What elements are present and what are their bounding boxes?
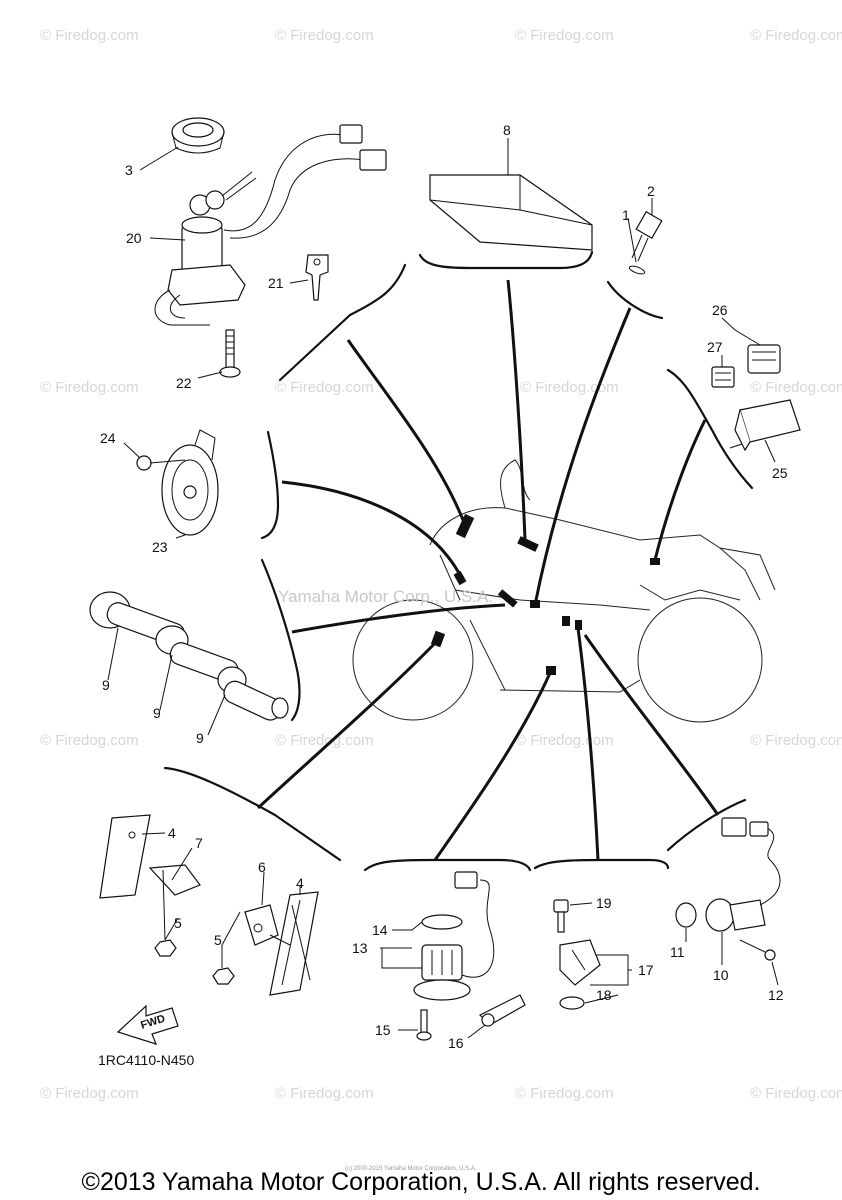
- callout-18: 18: [596, 987, 612, 1003]
- callout-9-a: 9: [102, 677, 110, 693]
- callout-4-left: 4: [168, 825, 176, 841]
- group-brackets: [163, 250, 754, 872]
- callout-7: 7: [195, 835, 203, 851]
- callout-5-right: 5: [214, 932, 222, 948]
- part-13-sensor: [413, 871, 495, 1001]
- part-14-o-ring: [421, 914, 463, 930]
- part-26-coupler: [747, 344, 781, 374]
- callout-10: 10: [713, 967, 729, 983]
- callout-16: 16: [448, 1035, 464, 1051]
- callout-9-b: 9: [153, 705, 161, 721]
- leader-lines: [256, 279, 720, 861]
- watermark: © Firedog.com: [275, 732, 374, 749]
- watermark: © Firedog.com: [275, 1085, 374, 1102]
- part-12-bolt: [739, 939, 776, 961]
- callout-24: 24: [100, 430, 116, 446]
- part-27-coupler: [711, 366, 735, 388]
- watermark: © Firedog.com: [40, 27, 139, 44]
- watermark: © Firedog.com: [750, 27, 842, 44]
- callout-15: 15: [375, 1022, 391, 1038]
- part-15-bolt: [416, 1009, 432, 1041]
- callout-19: 19: [596, 895, 612, 911]
- part-4-pad-right: [269, 891, 319, 996]
- part-24-screw: [136, 455, 186, 471]
- copyright-notice: ©2013 Yamaha Motor Corporation, U.S.A. A…: [82, 1168, 761, 1196]
- bike-connector-markers: [430, 513, 660, 675]
- part-22-bolt: [219, 329, 241, 378]
- watermark: © Firedog.com: [750, 732, 842, 749]
- callout-2: 2: [647, 183, 655, 199]
- part-5-nut-left: [154, 939, 177, 957]
- callout-14: 14: [372, 922, 388, 938]
- part-1-clip: [628, 265, 646, 275]
- callout-6: 6: [258, 859, 266, 875]
- callout-12: 12: [768, 987, 784, 1003]
- part-4-pad-left: [99, 814, 151, 899]
- watermark: © Firedog.com: [750, 1085, 842, 1102]
- watermark: © Firedog.com: [515, 1085, 614, 1102]
- callout-4-right: 4: [296, 875, 304, 891]
- part-25-relay: [729, 399, 801, 452]
- part-11-o-ring: [675, 902, 697, 928]
- part-17-sensor: [559, 939, 601, 986]
- diagram-code: 1RC4110-N450: [98, 1052, 194, 1068]
- part-6-lever: [244, 904, 291, 946]
- callout-1: 1: [622, 207, 630, 223]
- fwd-arrow: FWD: [116, 1004, 179, 1045]
- part-20-main-switch: [154, 124, 387, 326]
- part-10-sensor: [705, 817, 781, 932]
- callout-25: 25: [772, 465, 788, 481]
- callout-3: 3: [125, 162, 133, 178]
- watermark: © Firedog.com: [275, 27, 374, 44]
- part-21-key: [305, 254, 329, 301]
- callout-5-left: 5: [174, 915, 182, 931]
- part-23-horn: [161, 429, 219, 536]
- callout-11: 11: [670, 944, 685, 960]
- part-2-sensor: [631, 211, 663, 262]
- part-7-bracket: [148, 864, 201, 941]
- watermark: © Firedog.com: [750, 379, 842, 396]
- callout-labels: 3 20 21 22 8 1 2 26 27 25 24 23 9 9 9 4 …: [100, 122, 788, 1051]
- callout-21: 21: [268, 275, 284, 291]
- part-16-clamp: [478, 994, 526, 1027]
- watermark: © Firedog.com: [40, 732, 139, 749]
- watermark: © Firedog.com: [275, 379, 374, 396]
- part-9-coils: [89, 591, 289, 721]
- part-3-cover: [171, 117, 225, 154]
- watermark: © Firedog.com: [40, 1085, 139, 1102]
- callout-17: 17: [638, 962, 654, 978]
- part-19-screw: [553, 899, 569, 933]
- part-8-ecu: [429, 174, 593, 251]
- callout-22: 22: [176, 375, 192, 391]
- watermark: © Firedog.com: [40, 379, 139, 396]
- callout-20: 20: [126, 230, 142, 246]
- watermark: © Firedog.com: [515, 27, 614, 44]
- small-print: (c) 2000-2015 Yamaha Motor Corporation, …: [345, 1166, 477, 1172]
- part-5-nut-right: [212, 967, 235, 985]
- callout-13: 13: [352, 940, 368, 956]
- callout-8: 8: [503, 122, 511, 138]
- watermark: © Firedog.com: [520, 379, 619, 396]
- part-18-seal: [559, 996, 585, 1010]
- center-watermark: Yamaha Motor Corp., U.S.A.: [278, 587, 493, 606]
- callout-26: 26: [712, 302, 728, 318]
- callout-27: 27: [707, 339, 723, 355]
- watermark: © Firedog.com: [515, 732, 614, 749]
- callout-leaders: [107, 138, 779, 1039]
- callout-9-c: 9: [196, 730, 204, 746]
- callout-23: 23: [152, 539, 168, 555]
